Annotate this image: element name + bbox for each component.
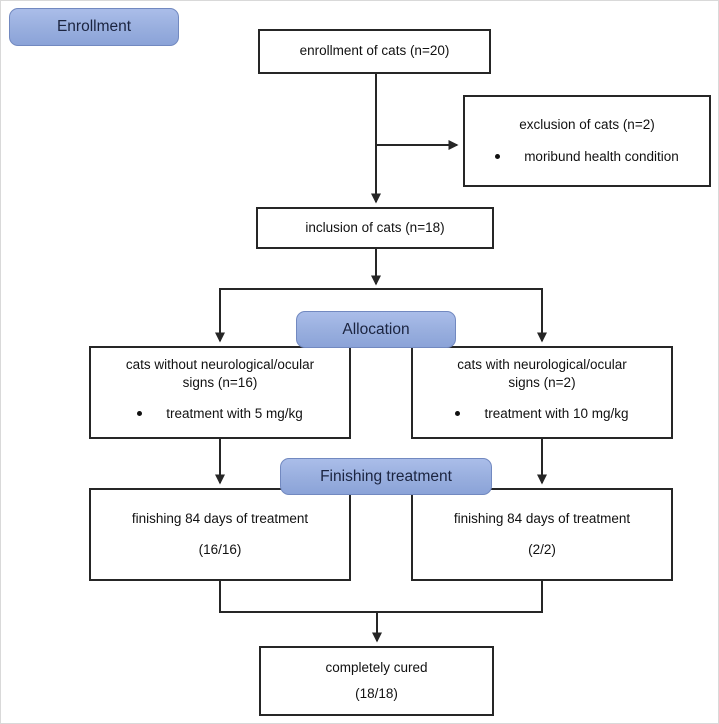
node-allocation-right-title: cats with neurological/ocular signs (n=2… (457, 356, 627, 392)
node-allocation-right-bullet-text: treatment with 10 mg/kg (484, 405, 629, 421)
node-allocation-right-line1: cats with neurological/ocular (457, 357, 627, 372)
node-allocation-left-bullet-row: treatment with 5 mg/kg (137, 405, 303, 423)
merge-bar (219, 581, 543, 613)
node-finishing-left: finishing 84 days of treatment (16/16) (89, 488, 351, 581)
node-allocation-left-line1: cats without neurological/ocular (125, 357, 315, 372)
node-finishing-right: finishing 84 days of treatment (2/2) (411, 488, 673, 581)
node-cured: completely cured (18/18) (259, 646, 494, 716)
node-enrollment: enrollment of cats (n=20) (258, 29, 491, 74)
node-exclusion-text: exclusion of cats (n=2) (519, 117, 655, 133)
node-allocation-right-line2: signs (n=2) (508, 375, 576, 391)
node-allocation-left: cats without neurological/ocular signs (… (89, 346, 351, 439)
node-exclusion: exclusion of cats (n=2) moribund health … (463, 95, 711, 187)
node-allocation-left-title: cats without neurological/ocular signs (… (126, 356, 314, 392)
bullet-icon (455, 411, 461, 417)
node-finishing-right-line2: (2/2) (528, 542, 556, 558)
node-finishing-right-line1: finishing 84 days of treatment (453, 510, 631, 526)
stage-label-allocation: Allocation (296, 311, 456, 348)
node-allocation-left-bullet-text: treatment with 5 mg/kg (166, 405, 303, 421)
node-cured-line1: completely cured (325, 660, 428, 676)
node-inclusion-text: inclusion of cats (n=18) (305, 219, 445, 235)
node-allocation-left-line2: signs (n=16) (182, 375, 258, 391)
node-inclusion: inclusion of cats (n=18) (256, 207, 494, 249)
node-finishing-left-line2: (16/16) (198, 542, 242, 558)
node-exclusion-bullet-row: moribund health condition (495, 148, 679, 166)
node-finishing-left-line1: finishing 84 days of treatment (131, 510, 309, 526)
stage-label-finishing: Finishing treatment (280, 458, 492, 495)
bullet-icon (137, 411, 143, 417)
node-exclusion-bullet-text: moribund health condition (524, 148, 679, 164)
node-enrollment-text: enrollment of cats (n=20) (299, 43, 450, 59)
bullet-icon (495, 154, 501, 160)
node-allocation-right-bullet-row: treatment with 10 mg/kg (455, 405, 629, 423)
node-allocation-right: cats with neurological/ocular signs (n=2… (411, 346, 673, 439)
stage-label-enrollment: Enrollment (9, 8, 179, 46)
node-cured-line2: (18/18) (355, 685, 398, 701)
